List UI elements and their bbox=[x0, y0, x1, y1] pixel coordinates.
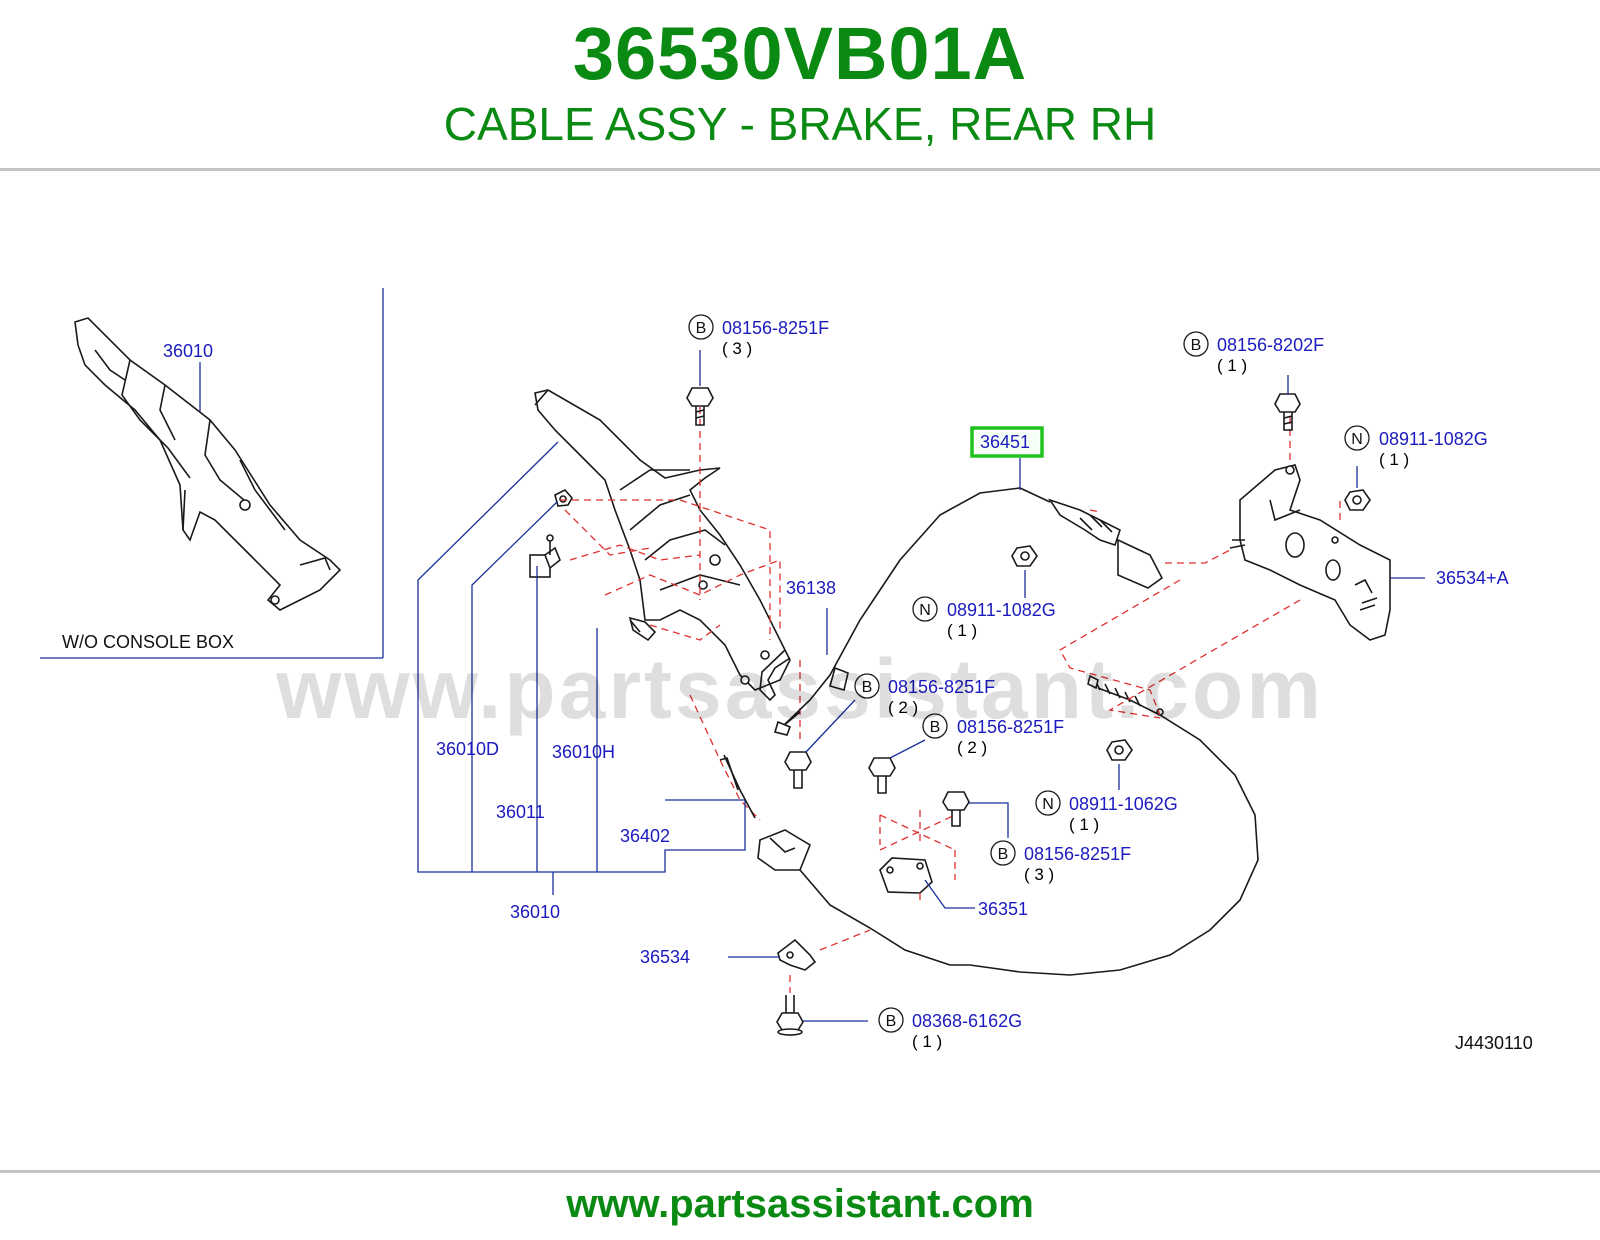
fastener-qty: ( 1 ) bbox=[1217, 356, 1247, 375]
handbrake-lever-drawing bbox=[534, 389, 791, 691]
nut-lower-drawing bbox=[1106, 739, 1133, 761]
fastener-part: 08156-8251F bbox=[1024, 844, 1131, 864]
fastener-qty: ( 1 ) bbox=[947, 621, 977, 640]
header-divider bbox=[0, 168, 1600, 171]
bolt-bottom-drawing bbox=[776, 975, 804, 1036]
prefix-circle bbox=[878, 1007, 904, 1033]
label-36138: 36138 bbox=[786, 578, 836, 598]
prefix-letter: B bbox=[886, 1013, 897, 1030]
watermark: www.partsassistant.com bbox=[275, 642, 1324, 736]
prefix-letter: N bbox=[1042, 796, 1054, 813]
label-36351: 36351 bbox=[978, 899, 1028, 919]
bolt-mid3-drawing bbox=[942, 791, 970, 827]
fastener-qty: ( 1 ) bbox=[1069, 815, 1099, 834]
highlight-fill-36451 bbox=[975, 431, 1039, 453]
prefix-circle bbox=[1035, 790, 1061, 816]
prefix-circle bbox=[922, 713, 948, 739]
prefix-letter: B bbox=[930, 719, 941, 736]
leader-bolt-mid3 bbox=[969, 802, 1009, 838]
label-36011: 36011 bbox=[496, 802, 545, 822]
fastener-part: 08911-1082G bbox=[1379, 429, 1488, 449]
prefix-letter: B bbox=[1191, 337, 1202, 354]
diagram-code: J4430110 bbox=[1455, 1033, 1533, 1053]
label-inset-36010: 36010 bbox=[163, 341, 213, 361]
bolt-mid2-drawing bbox=[868, 757, 896, 794]
fastener-callout-9: B 08368-6162G ( 1 ) bbox=[878, 1007, 1022, 1051]
fastener-callout-3: N 08911-1082G ( 1 ) bbox=[1344, 425, 1488, 469]
label-36534: 36534 bbox=[640, 947, 690, 967]
fastener-qty: ( 2 ) bbox=[888, 698, 918, 717]
prefix-circle bbox=[854, 673, 880, 699]
part-number: 36530VB01A bbox=[572, 12, 1028, 95]
bracket-36534a-drawing bbox=[1229, 464, 1391, 641]
label-36534a: 36534+A bbox=[1436, 568, 1509, 588]
fastener-qty: ( 2 ) bbox=[957, 738, 987, 757]
bolt-bracket-drawing bbox=[1274, 393, 1301, 431]
prefix-letter: B bbox=[696, 320, 707, 337]
fastener-part: 08911-1062G bbox=[1069, 794, 1178, 814]
fastener-callout-4: N 08911-1082G ( 1 ) bbox=[912, 596, 1056, 640]
footer-divider bbox=[0, 1170, 1600, 1173]
small-parts-drawing bbox=[529, 489, 657, 642]
fastener-part: 08156-8202F bbox=[1217, 335, 1324, 355]
label-36402: 36402 bbox=[620, 826, 670, 846]
fastener-callout-8: B 08156-8251F ( 3 ) bbox=[990, 840, 1131, 884]
label-36010: 36010 bbox=[510, 902, 560, 922]
dashed-lines-lever bbox=[560, 395, 801, 821]
label-36010h: 36010H bbox=[552, 742, 615, 762]
fastener-qty: ( 1 ) bbox=[1379, 450, 1409, 469]
fastener-part: 08368-6162G bbox=[912, 1011, 1022, 1031]
fastener-qty: ( 3 ) bbox=[722, 339, 752, 358]
fastener-callout-1: B 08156-8251F ( 3 ) bbox=[688, 314, 829, 358]
highlight-box-36451 bbox=[970, 426, 1044, 458]
prefix-circle bbox=[912, 596, 938, 622]
inset-lever-drawing bbox=[74, 317, 342, 611]
leaders-36010-assy bbox=[417, 441, 746, 895]
plate-36351-drawing bbox=[879, 810, 956, 905]
bracket-36534-drawing bbox=[777, 938, 817, 971]
prefix-letter: N bbox=[1351, 431, 1363, 448]
fastener-qty: ( 1 ) bbox=[912, 1032, 942, 1051]
leader-bolt-mid1 bbox=[805, 699, 856, 753]
leader-bolt-mid2 bbox=[889, 739, 926, 759]
inset-box bbox=[40, 288, 384, 659]
fastener-callout-6: B 08156-8251F ( 2 ) bbox=[922, 713, 1064, 757]
footer-url[interactable]: www.partsassistant.com bbox=[566, 1182, 1034, 1226]
prefix-letter: B bbox=[862, 679, 873, 696]
fastener-part: 08156-8251F bbox=[888, 677, 995, 697]
nut-bracket-drawing bbox=[1344, 489, 1371, 511]
prefix-letter: N bbox=[919, 602, 931, 619]
bolt-mid1-drawing bbox=[784, 751, 812, 789]
inset-caption: W/O CONSOLE BOX bbox=[62, 632, 234, 652]
bolt-top-drawing bbox=[686, 387, 714, 426]
leader-36351 bbox=[924, 879, 975, 909]
prefix-circle bbox=[1183, 331, 1209, 357]
prefix-circle bbox=[688, 314, 714, 340]
rear-cable-36451-drawing bbox=[773, 487, 1164, 736]
nut-center-drawing bbox=[1011, 545, 1038, 567]
prefix-letter: B bbox=[998, 846, 1009, 863]
fastener-callout-7: N 08911-1062G ( 1 ) bbox=[1035, 790, 1178, 834]
front-cable-36402-drawing bbox=[719, 754, 951, 966]
fastener-callout-5: B 08156-8251F ( 2 ) bbox=[854, 673, 995, 717]
fastener-qty: ( 3 ) bbox=[1024, 865, 1054, 884]
header: 36530VB01A CABLE ASSY - BRAKE, REAR RH bbox=[0, 0, 1600, 170]
fastener-part: 08911-1082G bbox=[947, 600, 1056, 620]
fastener-part: 08156-8251F bbox=[957, 717, 1064, 737]
rear-cable-lower-drawing bbox=[950, 674, 1259, 976]
label-36451[interactable]: 36451 bbox=[980, 432, 1030, 452]
label-36010d: 36010D bbox=[436, 739, 499, 759]
fastener-callout-2: B 08156-8202F ( 1 ) bbox=[1183, 331, 1324, 375]
part-title: CABLE ASSY - BRAKE, REAR RH bbox=[443, 98, 1157, 150]
prefix-circle bbox=[1344, 425, 1370, 451]
clip-36138-drawing bbox=[759, 649, 791, 702]
prefix-circle bbox=[990, 840, 1016, 866]
fastener-part: 08156-8251F bbox=[722, 318, 829, 338]
